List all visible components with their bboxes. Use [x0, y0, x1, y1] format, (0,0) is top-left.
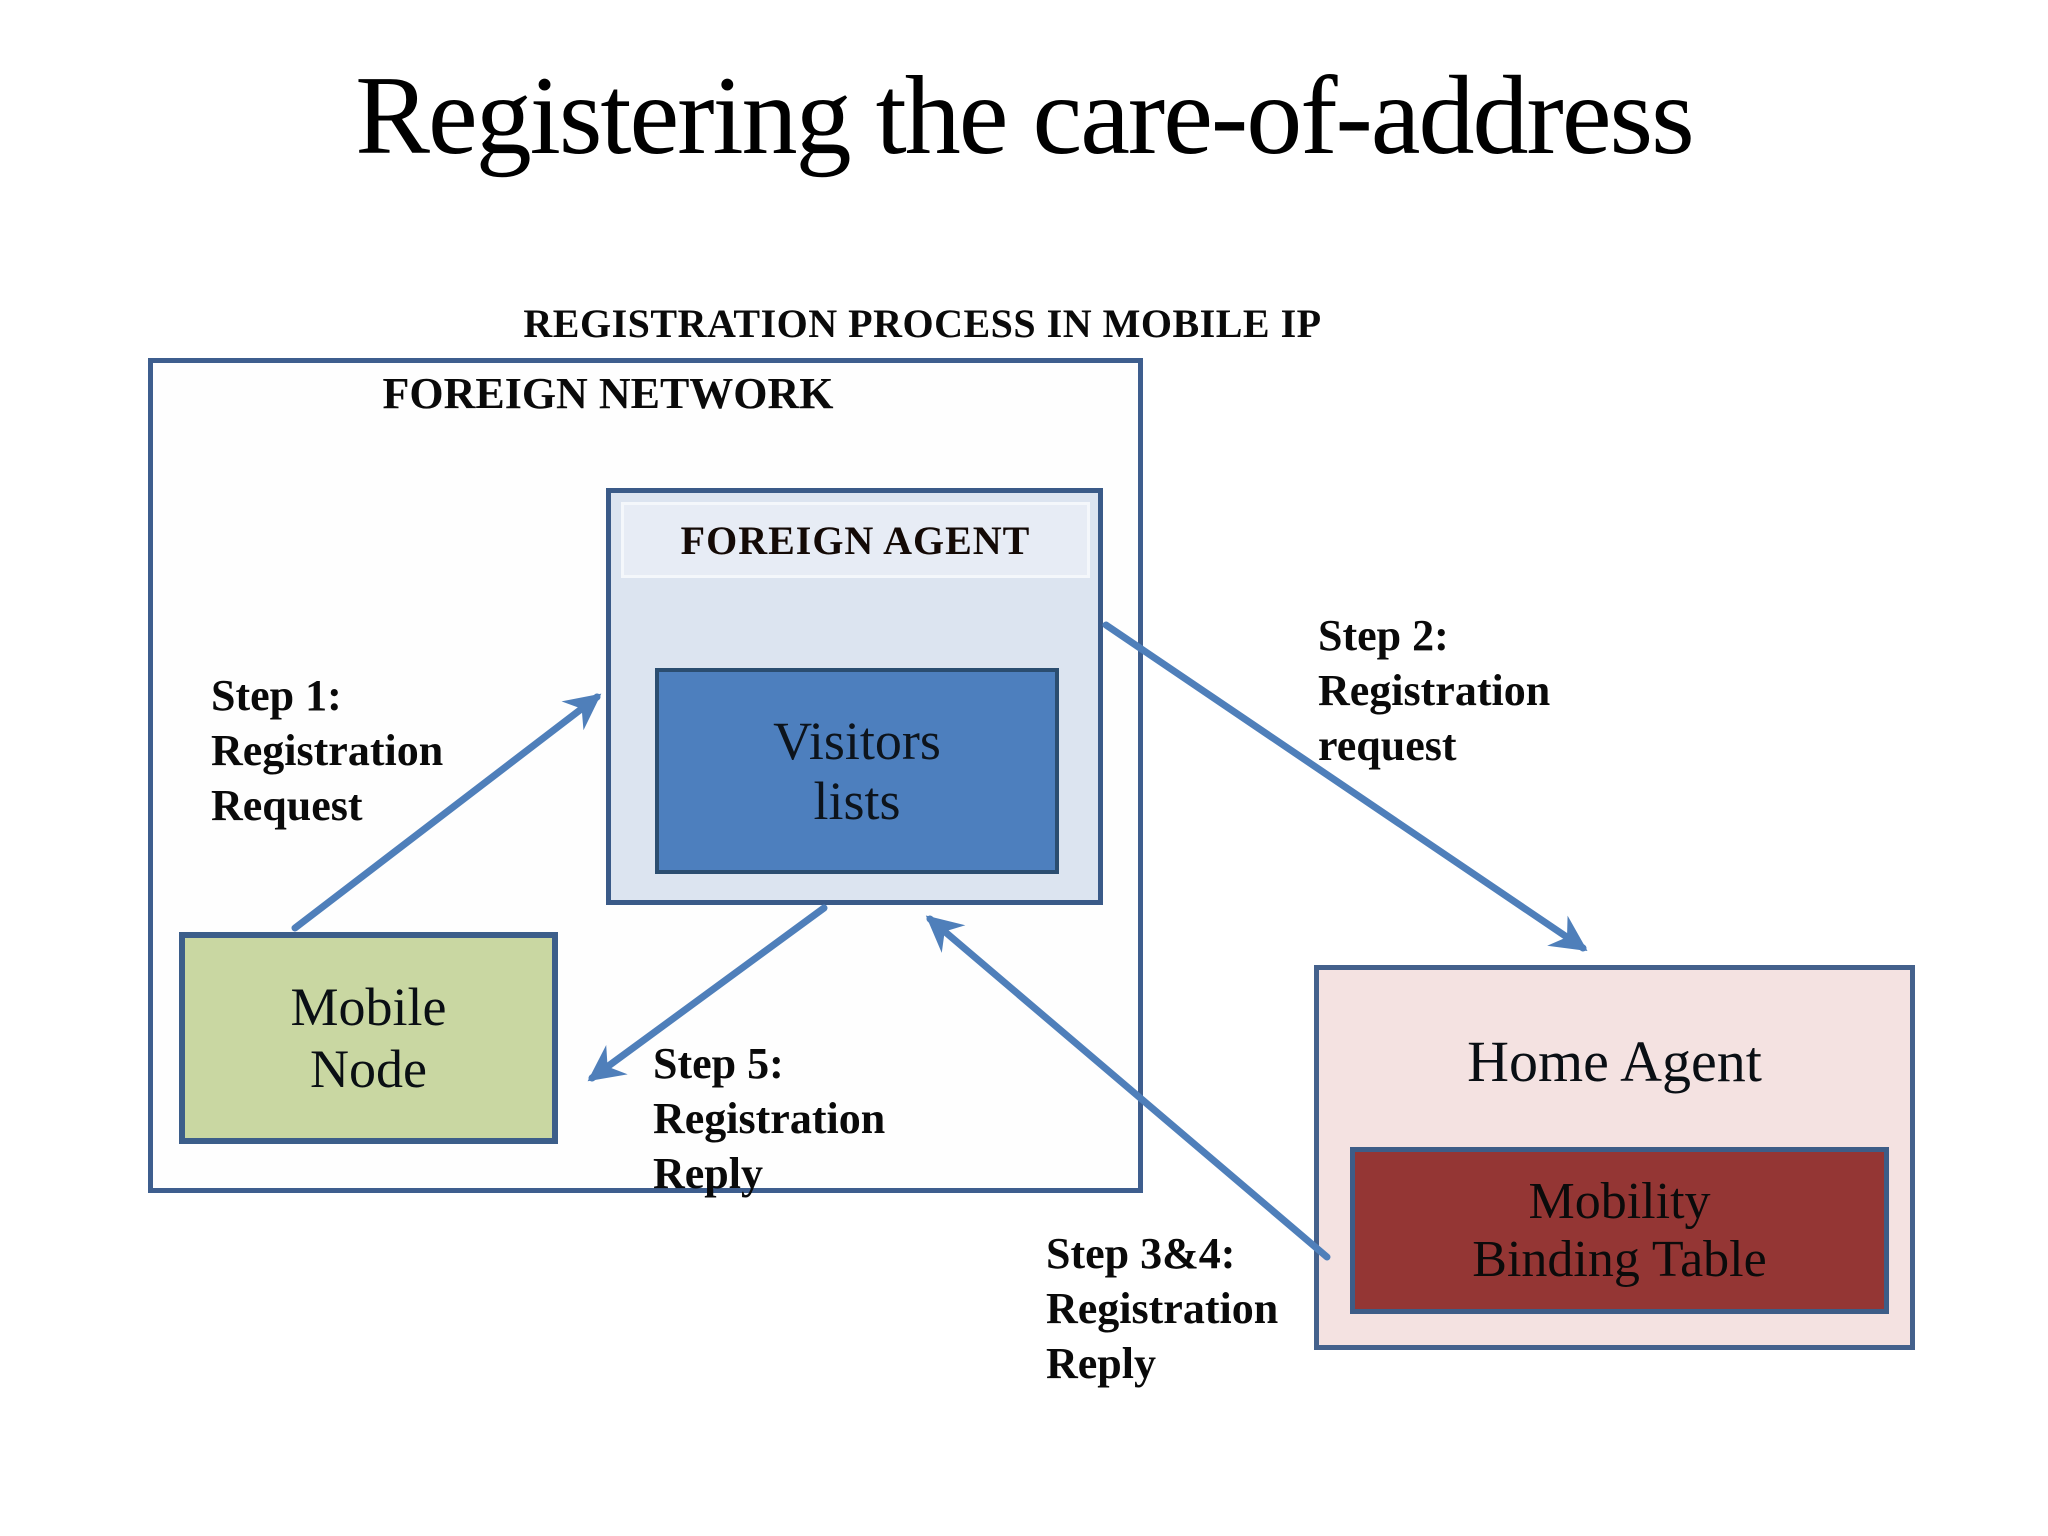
- step2-label: Step 2: Registration request: [1318, 608, 1550, 773]
- foreign-network-label: FOREIGN NETWORK: [382, 369, 834, 418]
- mobile-node-label-line: Mobile: [290, 977, 447, 1037]
- step5-label-line: Reply: [653, 1149, 763, 1198]
- mobility-binding-table-label-line: Mobility: [1528, 1172, 1711, 1230]
- step34-label-line: Step 3&4:: [1046, 1229, 1236, 1278]
- step2-label-line: Registration: [1318, 666, 1551, 715]
- mobile-node-box: Mobile Node: [179, 932, 558, 1144]
- step1-label-line: Request: [211, 781, 363, 830]
- step1-label-line: Registration: [211, 726, 444, 775]
- mobility-binding-table-label-line: Binding Table: [1472, 1230, 1767, 1288]
- step2-label-line: Step 2:: [1318, 611, 1449, 660]
- step2-label-line: request: [1318, 721, 1457, 770]
- mobility-binding-table-box: Mobility Binding Table: [1350, 1147, 1889, 1314]
- foreign-agent-label: FOREIGN AGENT: [621, 502, 1090, 578]
- step5-label: Step 5: Registration Reply: [653, 1036, 885, 1201]
- home-agent-label: Home Agent: [1467, 1029, 1762, 1094]
- step34-label: Step 3&4: Registration Reply: [1046, 1226, 1278, 1391]
- step5-label-line: Registration: [653, 1094, 886, 1143]
- step34-label-line: Reply: [1046, 1339, 1156, 1388]
- step1-label-line: Step 1:: [211, 671, 342, 720]
- diagram-title: REGISTRATION PROCESS IN MOBILE IP: [523, 301, 1322, 346]
- step1-label: Step 1: Registration Request: [211, 668, 443, 833]
- step5-label-line: Step 5:: [653, 1039, 784, 1088]
- visitors-lists-label-line: Visitors: [773, 711, 941, 771]
- mobile-node-label-line: Node: [310, 1039, 427, 1099]
- visitors-lists-box: Visitors lists: [655, 668, 1059, 874]
- visitors-lists-label-line: lists: [813, 771, 901, 831]
- step34-label-line: Registration: [1046, 1284, 1279, 1333]
- slide-title: Registering the care-of-address: [355, 54, 1694, 178]
